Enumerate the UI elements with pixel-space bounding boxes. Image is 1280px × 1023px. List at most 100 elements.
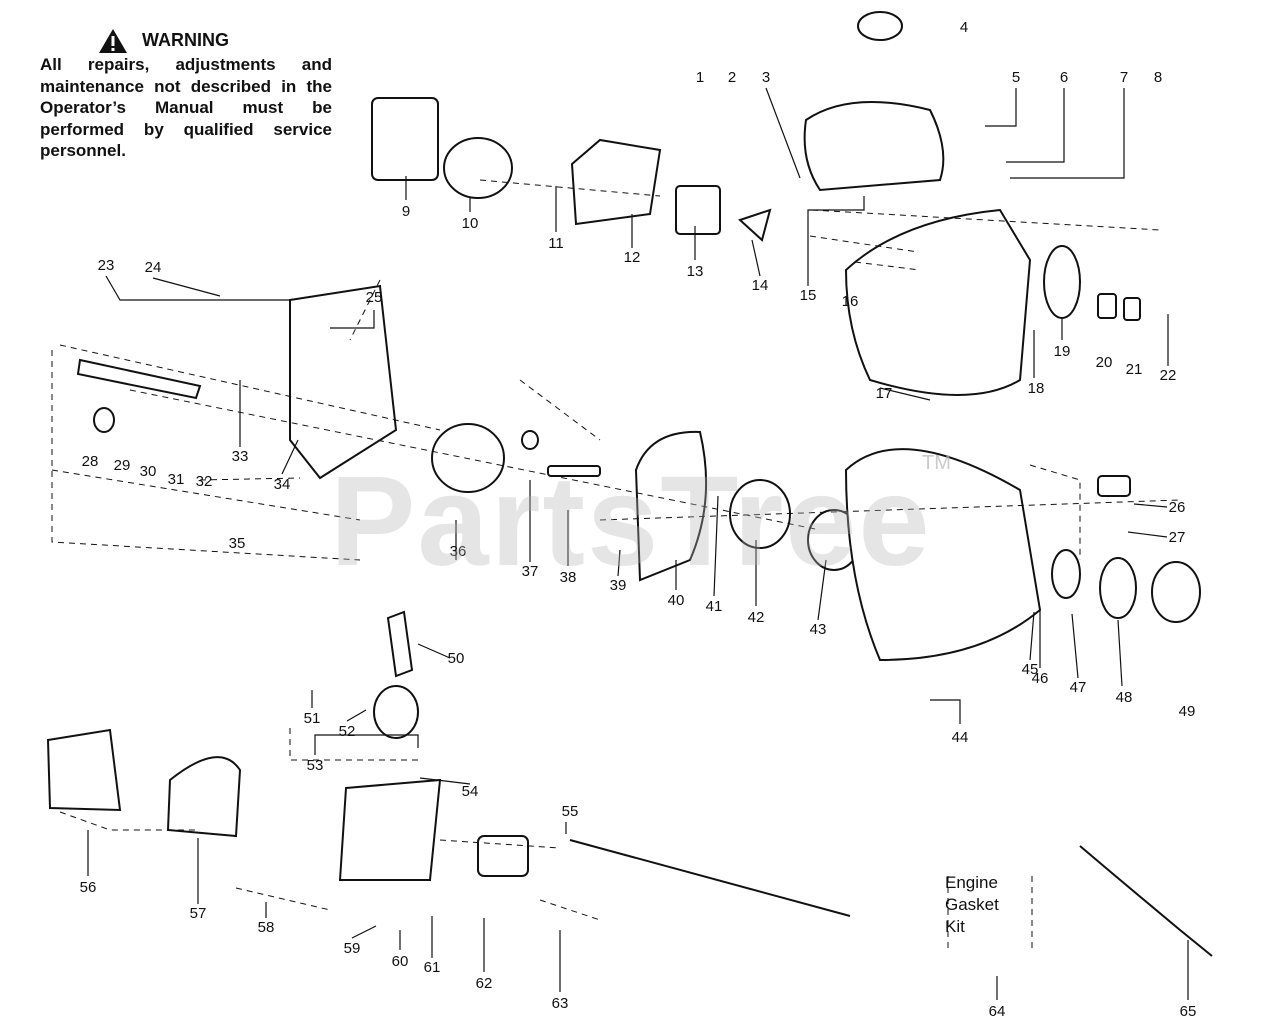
assembly-line (51, 350, 361, 561)
leader-line (807, 196, 865, 286)
callout-49: 49 (1179, 703, 1196, 720)
warning-title: WARNING (142, 30, 229, 51)
callout-13: 13 (687, 263, 704, 280)
callout-57: 57 (190, 905, 207, 922)
ignition-wire (1079, 845, 1213, 957)
leader-line (985, 88, 1017, 127)
callout-15: 15 (800, 287, 817, 304)
throttle-cable (569, 839, 851, 917)
piston (373, 685, 419, 739)
callout-42: 42 (748, 609, 765, 626)
muffler-cover (46, 728, 122, 812)
callout-40: 40 (668, 592, 685, 609)
callout-53: 53 (307, 757, 324, 774)
callout-11: 11 (548, 235, 564, 252)
leader-line (1006, 88, 1065, 163)
assembly-line (539, 899, 601, 921)
bearing (93, 407, 115, 433)
callout-12: 12 (624, 249, 641, 266)
callout-46: 46 (1032, 670, 1049, 687)
sleeve (547, 465, 601, 477)
cylinder (338, 778, 442, 881)
leader-line (1071, 613, 1079, 679)
assembly-line (811, 209, 1161, 231)
callout-24: 24 (145, 259, 162, 276)
callout-58: 58 (258, 919, 275, 936)
fuel-cap (857, 11, 903, 41)
engine-cover (844, 208, 1032, 396)
callout-61: 61 (424, 959, 441, 976)
assembly-line (599, 499, 1181, 521)
assembly-line (479, 179, 661, 197)
callout-32: 32 (196, 473, 213, 490)
callout-43: 43 (810, 621, 827, 638)
assembly-line (1029, 464, 1081, 560)
assembly-line (439, 839, 561, 849)
callout-5: 5 (1012, 69, 1020, 86)
leader-line (879, 387, 931, 401)
callout-17: 17 (876, 385, 893, 402)
assembly-line (235, 887, 331, 911)
callout-29: 29 (114, 457, 131, 474)
callout-50: 50 (448, 650, 465, 667)
callout-39: 39 (610, 577, 627, 594)
callout-45: 45 (1022, 661, 1039, 678)
leader-line (765, 87, 801, 179)
leader-line (152, 277, 221, 297)
callout-31: 31 (168, 471, 185, 488)
assembly-line (349, 279, 381, 341)
callout-63: 63 (552, 995, 569, 1012)
callout-38: 38 (560, 569, 577, 586)
callout-2: 2 (728, 69, 736, 86)
leader-line (1029, 611, 1035, 661)
crankcase (289, 284, 398, 480)
callout-54: 54 (462, 783, 479, 800)
leader-line (817, 559, 827, 621)
assembly-line (519, 379, 601, 441)
washer (521, 430, 539, 450)
leader-line (1133, 503, 1168, 508)
callout-25: 25 (366, 289, 383, 306)
callout-14: 14 (752, 277, 769, 294)
leader-line (419, 777, 471, 785)
muffler-gasket (166, 756, 242, 838)
clutch-drum (1151, 561, 1201, 623)
callout-27: 27 (1169, 529, 1186, 546)
callout-8: 8 (1154, 69, 1162, 86)
callout-33: 33 (232, 448, 249, 465)
leader-line (346, 709, 367, 722)
callout-16: 16 (842, 293, 859, 310)
callout-9: 9 (402, 203, 410, 220)
warning-notice: WARNING All repairs, adjustments and mai… (40, 28, 332, 162)
callout-19: 19 (1054, 343, 1071, 360)
callout-35: 35 (229, 535, 246, 552)
carburetor (675, 185, 721, 235)
spacer (1123, 297, 1141, 321)
leader-line (1117, 619, 1123, 687)
kit-line-1: Engine (945, 873, 998, 892)
callout-62: 62 (476, 975, 493, 992)
callout-3: 3 (762, 69, 770, 86)
handle-bracket (371, 97, 439, 181)
leader-line (314, 734, 419, 755)
spacer (1097, 293, 1117, 319)
connecting-rod (386, 610, 414, 678)
leader-line (1010, 88, 1125, 179)
callout-56: 56 (80, 879, 97, 896)
callout-48: 48 (1116, 689, 1133, 706)
gasket (738, 208, 772, 242)
assembly-line (59, 811, 200, 831)
callout-26: 26 (1169, 499, 1186, 516)
flywheel (431, 423, 505, 493)
callout-4: 4 (960, 19, 968, 36)
callout-23: 23 (98, 257, 115, 274)
callout-34: 34 (274, 476, 291, 493)
starter-handle (1097, 475, 1131, 497)
starter-housing (844, 448, 1042, 662)
kit-line-2: Gasket (945, 895, 999, 914)
callout-7: 7 (1120, 69, 1128, 86)
callout-52: 52 (339, 723, 356, 740)
crankshaft (76, 358, 202, 400)
leader-line (713, 495, 719, 597)
